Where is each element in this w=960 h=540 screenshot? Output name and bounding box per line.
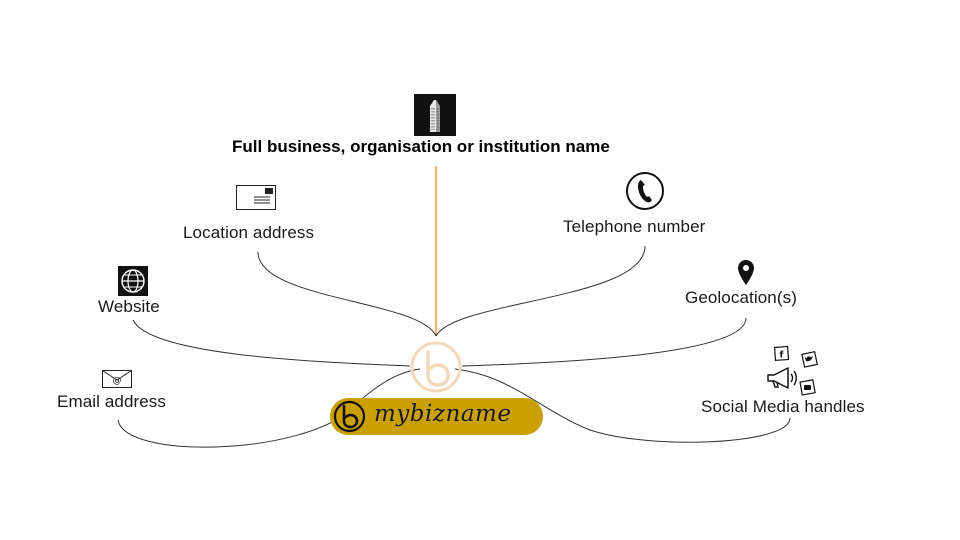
diagram-title: Full business, organisation or instituti… — [232, 137, 610, 156]
svg-text:@: @ — [113, 376, 122, 386]
node-geolocation: Geolocation(s) — [685, 288, 797, 307]
branch-website — [132, 319, 411, 367]
node-social-media-handles: Social Media handles — [701, 397, 865, 416]
branch-telephone — [435, 245, 646, 337]
node-telephone-number: Telephone number — [563, 217, 706, 236]
building-icon — [414, 94, 456, 136]
branch-geolocation — [461, 317, 747, 367]
megaphone-icon: f — [764, 344, 824, 396]
node-location-address: Location address — [183, 223, 315, 242]
node-email-address: Email address — [57, 392, 167, 411]
globe-icon — [118, 266, 148, 296]
node-website: Website — [98, 297, 160, 316]
center-logo-mark — [409, 340, 463, 399]
twitter-icon — [801, 350, 819, 368]
brand-badge: mybizname — [330, 398, 543, 435]
envelope-icon — [236, 185, 276, 210]
brand-name: mybizname — [374, 401, 512, 427]
facebook-icon: f — [773, 345, 790, 362]
branch-location — [257, 251, 437, 337]
branch-email — [117, 368, 421, 448]
youtube-icon — [799, 379, 816, 396]
phone-icon — [625, 171, 665, 211]
branch-social — [454, 368, 791, 443]
svg-text:f: f — [780, 351, 784, 361]
brand-logo-icon — [333, 400, 366, 433]
megaphone-shape — [767, 367, 797, 389]
email-icon: @ — [102, 370, 132, 388]
map-pin-icon — [736, 259, 756, 287]
